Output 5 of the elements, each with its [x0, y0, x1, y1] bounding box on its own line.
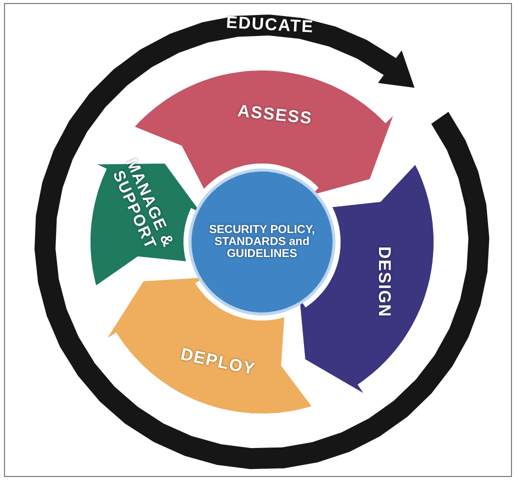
segment-label: DEPLOY [178, 344, 258, 382]
segment-label: ASSESS [236, 100, 315, 130]
segment-label: DESIGN [374, 244, 393, 320]
ring-label: EDUCATE [224, 13, 315, 38]
center-label: SECURITY POLICY, STANDARDS and GUIDELINES [208, 224, 316, 260]
